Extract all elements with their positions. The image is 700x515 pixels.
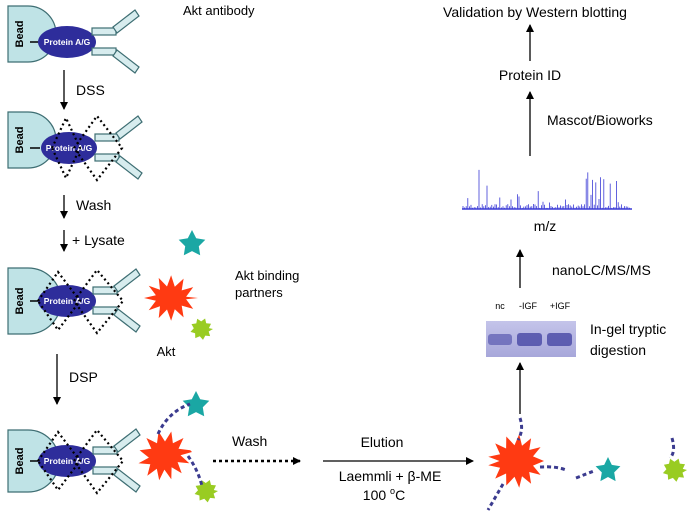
svg-text:Protein A/G: Protein A/G [44,296,91,306]
eluted-proteins [486,417,687,511]
ms-spectrum [462,169,632,210]
validation-label: Validation by Western blotting [443,4,627,20]
svg-text:Bead: Bead [14,448,26,475]
akt-label: Akt [157,344,176,359]
mascot-label: Mascot/Bioworks [547,112,653,128]
partner-green-3 [190,318,213,340]
partner-star-1 [178,230,206,256]
partner-star-eluted [595,457,621,482]
stage-3-complex: Bead Protein A/G [7,267,213,340]
protein-ag-1-label: Protein A/G [44,37,91,47]
eluted-link-4 [575,469,595,480]
akt-protein-4 [138,431,192,481]
temperature-label: 100 oC [363,486,405,503]
crosslinker-dss-2 [50,114,124,182]
eluted-link-3 [539,465,567,472]
stage-1-complex: Bead Protein A/G Akt antibody [7,3,255,74]
antibody-2 [94,115,143,180]
antibody-4 [92,428,141,493]
partner-green-4 [194,480,218,503]
protein-ag-1 [38,26,96,58]
bead-1-label: Bead [14,21,26,48]
dsp-link-2 [186,455,204,487]
dsp-label: DSP [69,369,98,385]
protein-ag-2 [41,132,97,164]
in-gel-label-2: digestion [590,342,646,358]
protein-ag-4 [38,445,96,477]
wash-label: Wash [76,197,111,213]
dsp-link-1 [156,402,191,435]
protein-id-label: Protein ID [499,67,561,83]
svg-text:Bead: Bead [14,127,26,154]
lane-label-nc: nc [495,301,505,311]
elution-label: Elution [361,434,404,450]
stage-4-complex: Bead Protein A/G [7,391,218,503]
stage-2-complex: Bead Protein A/G [7,111,143,182]
akt-antibody-label: Akt antibody [183,3,255,18]
gel-image: nc -IGF +IGF [486,301,576,357]
dss-label: DSS [76,82,105,98]
svg-text:Protein A/G: Protein A/G [44,456,91,466]
eluted-link-5 [668,437,676,460]
mz-label: m/z [534,218,557,234]
antibody-3 [92,268,141,333]
crosslinker-4 [36,428,125,495]
nanolc-label: nanoLC/MS/MS [552,262,651,278]
akt-protein-3 [144,275,198,321]
lane-label-plus-igf: +IGF [550,301,571,311]
akt-protein-eluted [488,434,544,488]
protein-ag-3 [38,285,96,317]
laemmli-label: Laemmli + β-ME [339,468,442,484]
akt-binding-partners-label-2: partners [235,285,283,300]
akt-binding-partners-label-1: Akt binding [235,268,299,283]
crosslinker-3 [36,268,125,335]
partner-green-eluted [662,458,687,482]
partner-star-4 [182,391,210,417]
svg-text:Protein A/G: Protein A/G [46,143,93,153]
eluted-link-2 [486,483,505,511]
svg-text:Bead: Bead [14,288,26,315]
wash-2-label: Wash [232,433,267,449]
lysate-label: + Lysate [72,232,125,248]
antibody-1 [91,9,140,74]
in-gel-label-1: In-gel tryptic [590,321,666,337]
lane-label-minus-igf: -IGF [519,301,537,311]
eluted-link-1 [516,417,524,441]
